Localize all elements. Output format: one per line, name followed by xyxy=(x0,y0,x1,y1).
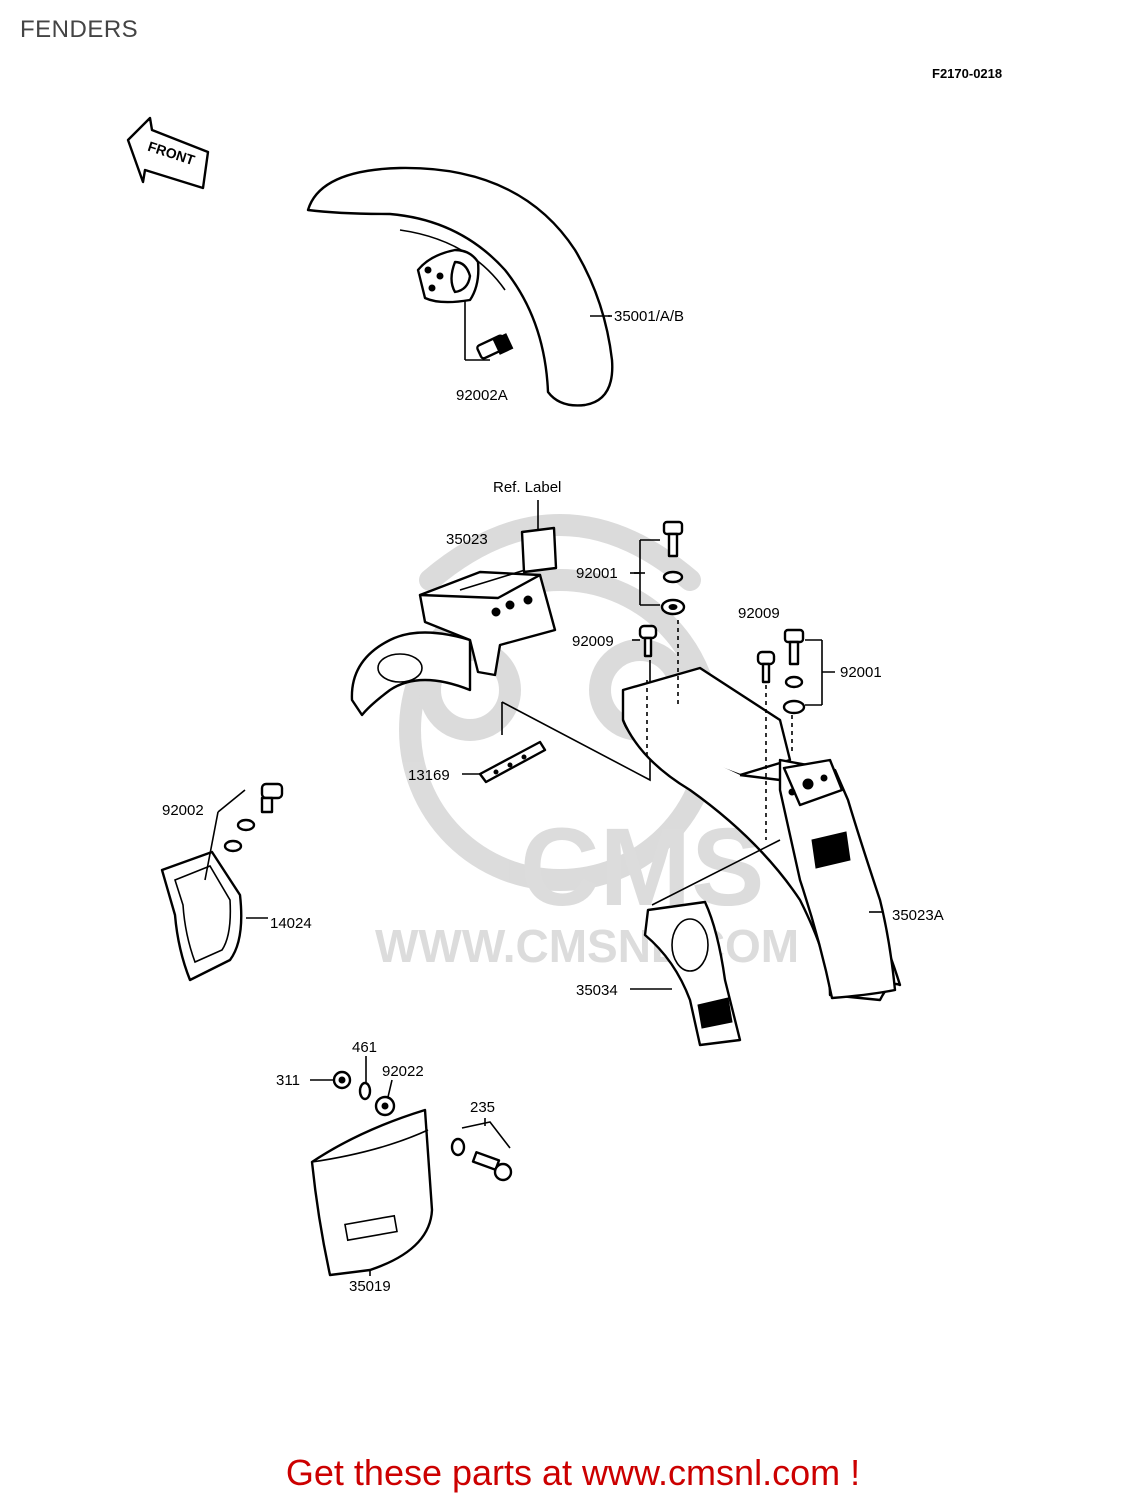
label-92001-right: 92001 xyxy=(840,664,882,681)
watermark-logo-text: CMS xyxy=(520,806,764,929)
ref-label-sticker xyxy=(520,500,558,574)
label-ref-label: Ref. Label xyxy=(493,479,561,496)
exploded-parts-diagram: CMS WWW.CMSNL.COM FRONT xyxy=(126,116,944,1295)
label-35023: 35023 xyxy=(446,531,488,548)
label-13169: 13169 xyxy=(408,767,450,784)
label-92022: 92022 xyxy=(382,1063,424,1080)
screw-92009-right xyxy=(756,650,776,684)
bracket-35034 xyxy=(643,900,742,1047)
nut-311 xyxy=(332,1070,352,1090)
figure-code: F2170-0218 xyxy=(932,66,1003,81)
label-35023A: 35023A xyxy=(892,907,944,924)
label-311: 311 xyxy=(276,1072,300,1089)
label-35034: 35034 xyxy=(576,982,618,999)
front-arrow-icon: FRONT xyxy=(126,116,210,190)
label-35019: 35019 xyxy=(349,1278,391,1295)
front-fender xyxy=(306,166,614,407)
label-92009-right: 92009 xyxy=(738,605,780,622)
reflector-bracket-14024 xyxy=(160,850,243,982)
label-92009-left: 92009 xyxy=(572,633,614,650)
watermark-url-text: WWW.CMSNL.COM xyxy=(375,920,799,972)
bracket-13169 xyxy=(478,740,547,784)
screw-92009-left xyxy=(638,624,658,658)
label-92001-left: 92001 xyxy=(576,565,618,582)
label-235: 235 xyxy=(470,1099,495,1116)
rear-fender-main xyxy=(621,666,902,1002)
screw-235 xyxy=(450,1137,513,1182)
label-92002A: 92002A xyxy=(456,387,508,404)
bolt-92002 xyxy=(223,782,284,853)
label-461: 461 xyxy=(352,1039,377,1056)
label-14024: 14024 xyxy=(270,915,312,932)
license-plate-35019 xyxy=(310,1108,434,1277)
cta-link[interactable]: Get these parts at www.cmsnl.com ! xyxy=(285,1452,861,1493)
rear-fender-front-piece xyxy=(350,570,557,717)
bolts-92001-left xyxy=(660,520,686,616)
washer-461 xyxy=(358,1081,372,1101)
front-fender-bolt xyxy=(464,300,514,361)
bolts-92001-right xyxy=(782,628,806,715)
label-35001: 35001/A/B xyxy=(614,308,684,325)
label-92002: 92002 xyxy=(162,802,204,819)
page-title: FENDERS xyxy=(20,16,139,43)
washer-92022 xyxy=(374,1095,396,1117)
